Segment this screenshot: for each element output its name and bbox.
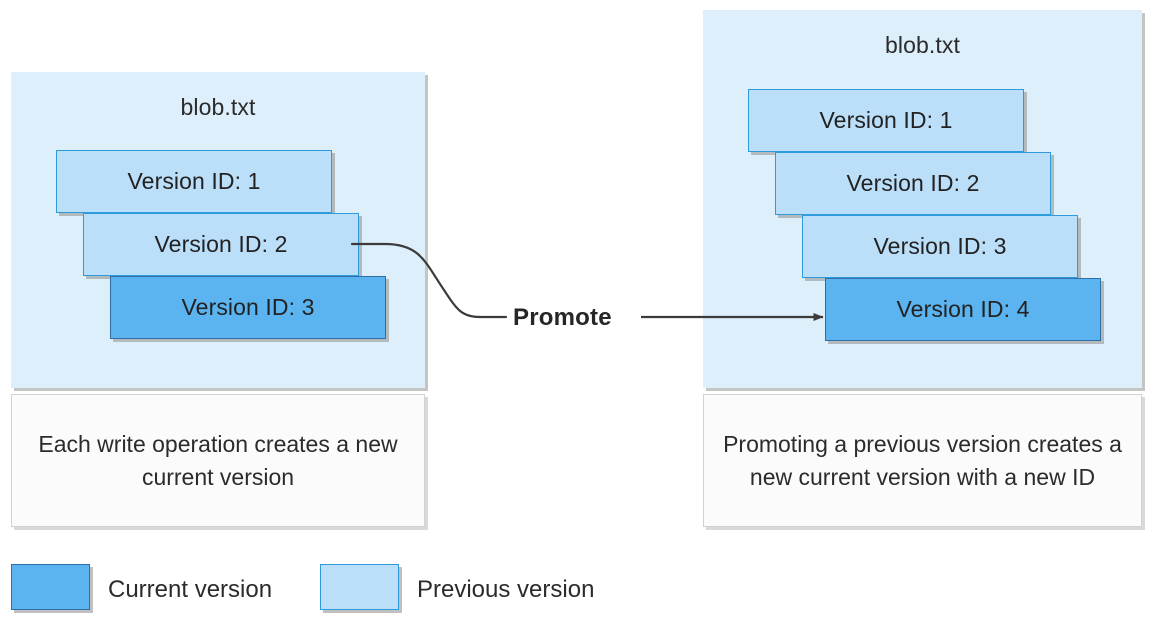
right-version-label-3: Version ID: 3	[873, 233, 1007, 259]
right-version-label-2: Version ID: 2	[846, 170, 980, 196]
legend-swatch-current-version	[11, 564, 90, 610]
right-version-card-2[interactable]: Version ID: 2	[775, 152, 1051, 215]
right-version-label-4: Version ID: 4	[896, 296, 1030, 322]
right-blob-panel: blob.txt Version ID: 1 Version ID: 2 Ver…	[703, 10, 1142, 388]
right-version-card-3[interactable]: Version ID: 3	[802, 215, 1078, 278]
left-blob-name: blob.txt	[180, 94, 256, 120]
right-version-card-4[interactable]: Version ID: 4	[825, 278, 1101, 341]
left-version-label-1: Version ID: 1	[127, 168, 261, 194]
right-caption-box: Promoting a previous version creates a n…	[703, 394, 1142, 527]
legend-label-current-version: Current version	[108, 576, 273, 603]
left-caption-text: Each write operation creates a new curre…	[38, 430, 398, 490]
left-version-label-3: Version ID: 3	[181, 294, 315, 320]
right-version-label-1: Version ID: 1	[819, 107, 953, 133]
legend-label-previous-version: Previous version	[417, 576, 595, 603]
left-version-card-2[interactable]: Version ID: 2	[83, 213, 359, 276]
legend-swatch-previous-version	[320, 564, 399, 610]
right-version-card-1[interactable]: Version ID: 1	[748, 89, 1024, 152]
right-caption-text: Promoting a previous version creates a n…	[723, 430, 1122, 490]
left-version-label-2: Version ID: 2	[154, 231, 288, 257]
left-caption-box: Each write operation creates a new curre…	[11, 394, 425, 527]
right-blob-name: blob.txt	[885, 32, 960, 58]
promote-label: Promote	[513, 304, 612, 332]
left-version-card-3[interactable]: Version ID: 3	[110, 276, 386, 339]
promote-label-text: Promote	[513, 304, 612, 331]
left-version-card-1[interactable]: Version ID: 1	[56, 150, 332, 213]
left-blob-panel: blob.txt Version ID: 1 Version ID: 2 Ver…	[11, 72, 425, 388]
